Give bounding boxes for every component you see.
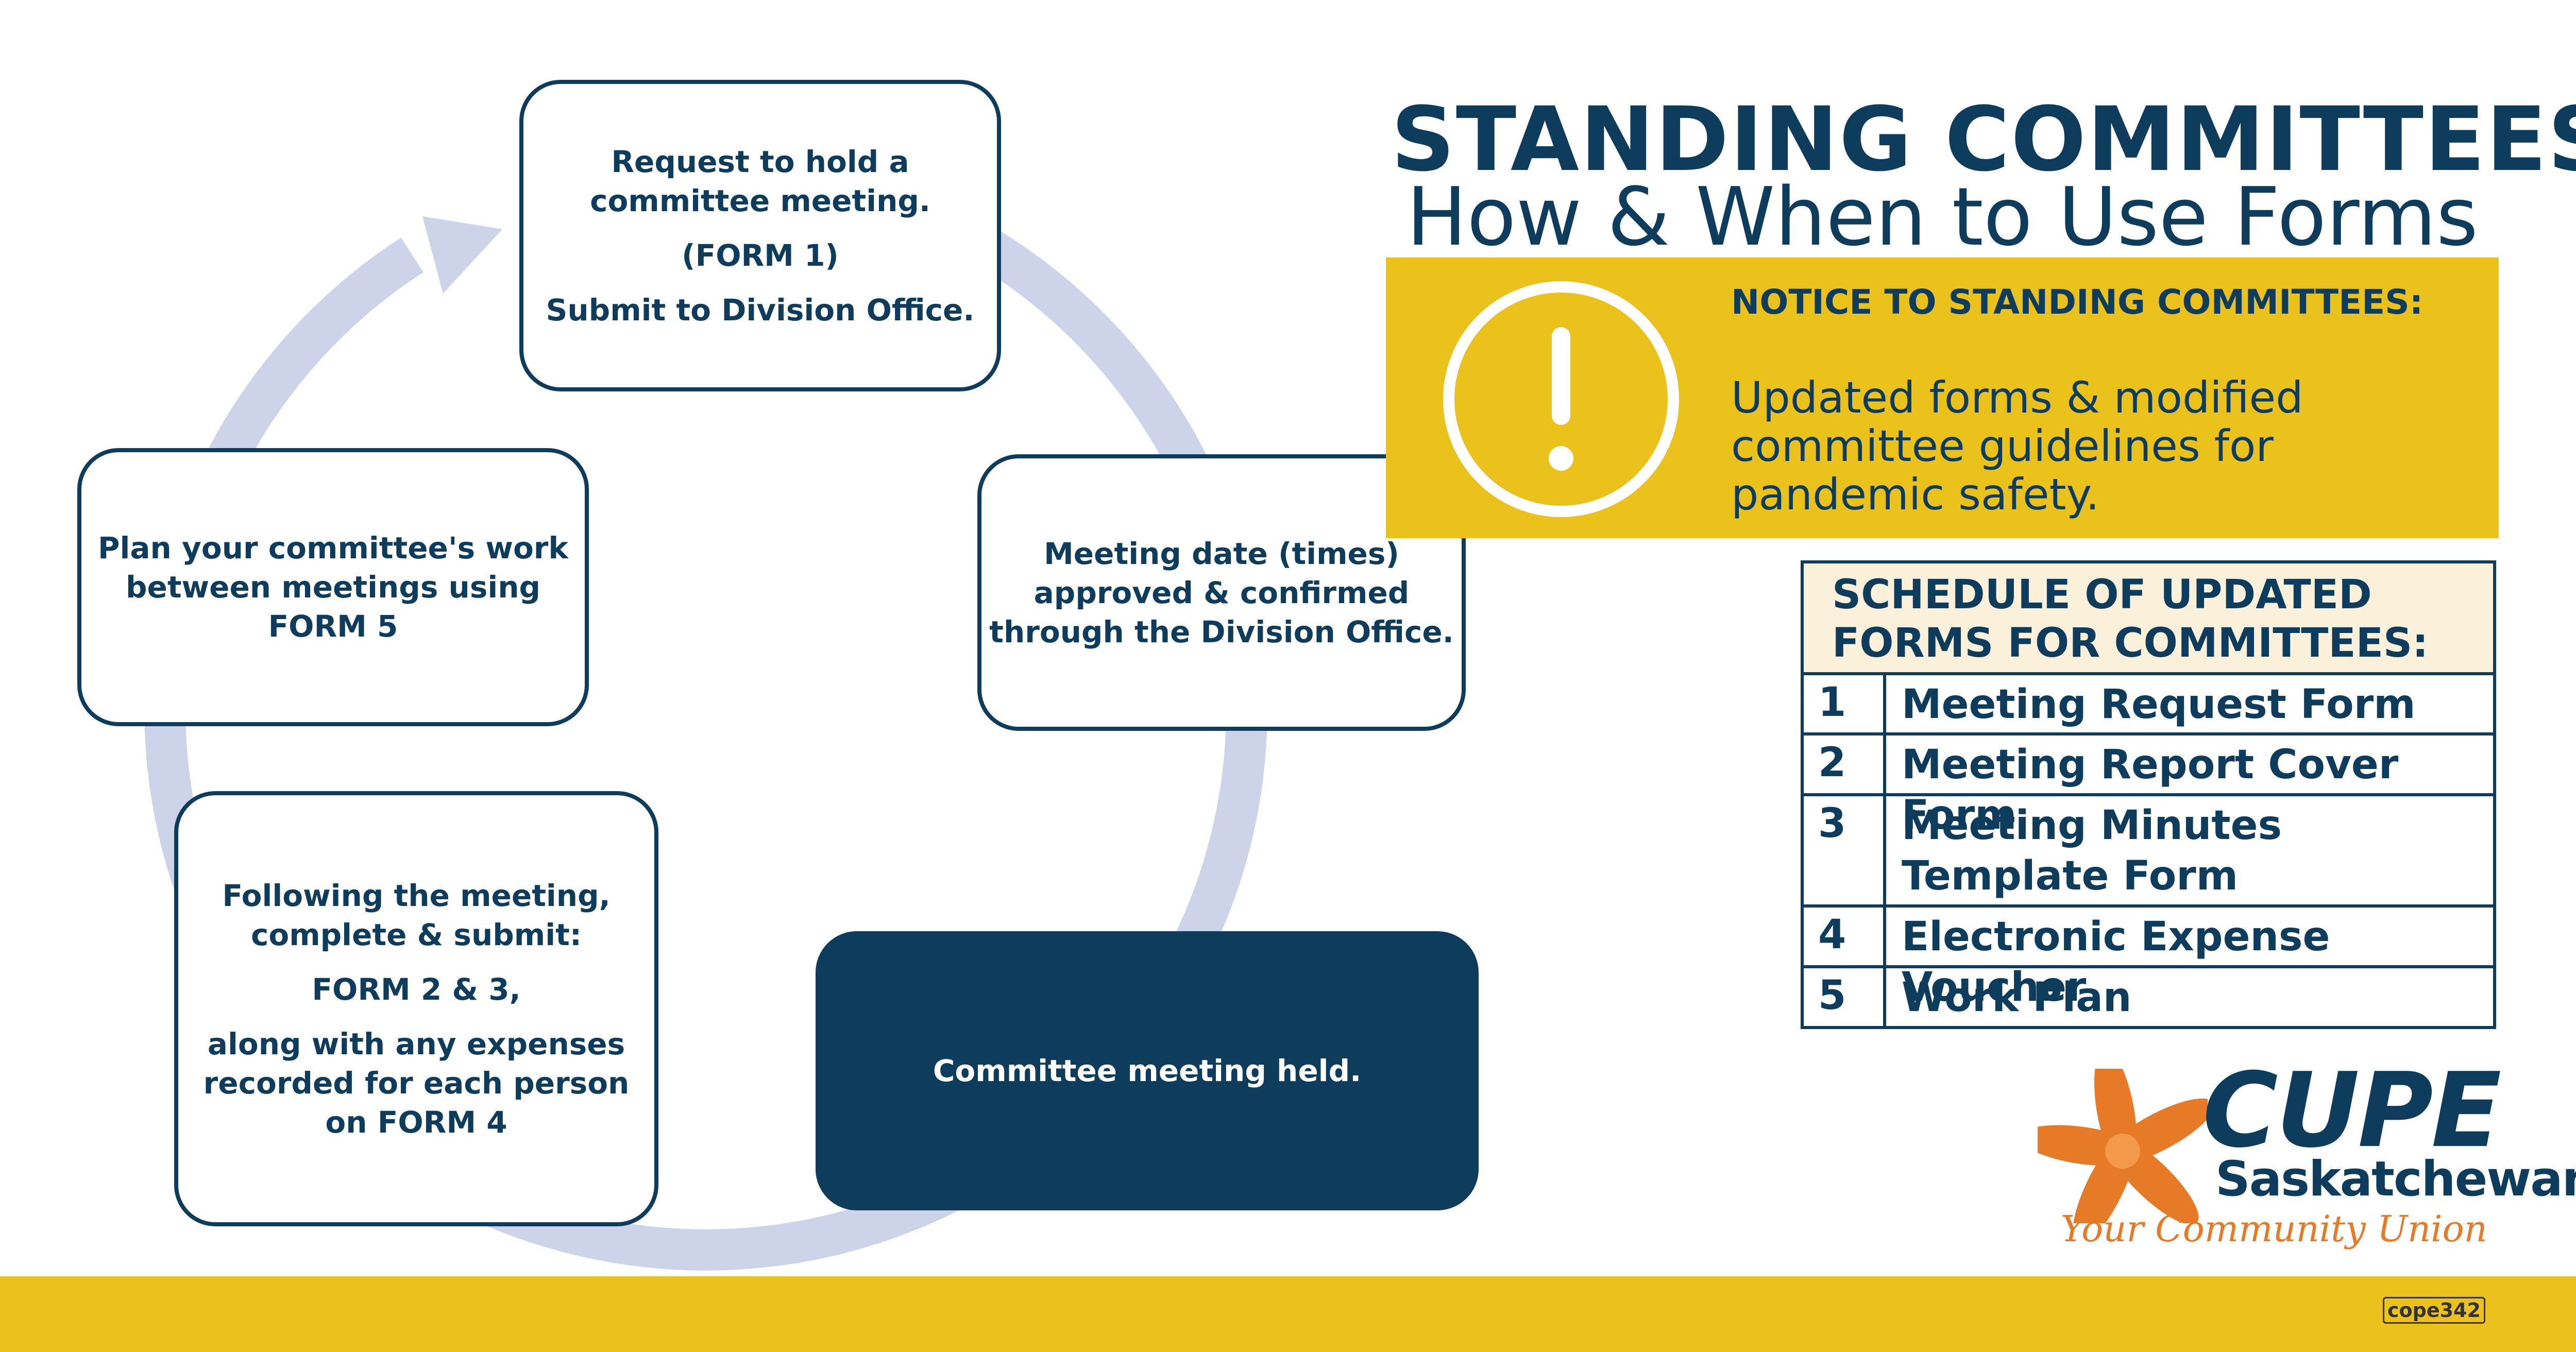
- schedule-title-line2: FORMS FOR COMMITTEES:: [1832, 620, 2429, 666]
- cupe-logo-province: Saskatchewan: [2215, 1151, 2576, 1207]
- step-request-line2: committee meeting.: [590, 183, 930, 218]
- step-plan-work: Plan your committee's work between meeti…: [77, 448, 589, 726]
- page-subtitle: How & When to Use Forms: [1406, 170, 2479, 264]
- schedule-title-line1: SCHEDULE OF UPDATED: [1832, 572, 2372, 618]
- step-request-line1: Request to hold a: [611, 144, 909, 179]
- schedule-row-form: Work Plan: [1902, 974, 2132, 1021]
- step-followup-line1: Following the meeting,: [222, 878, 611, 913]
- step-plan-line1: Plan your committee's work: [98, 530, 568, 566]
- step-date-approved: Meeting date (times) approved & confirme…: [977, 454, 1466, 731]
- union-bug: cope342: [2383, 1297, 2485, 1324]
- step-request-line4: Submit to Division Office.: [546, 292, 975, 328]
- schedule-row-number: 3: [1804, 796, 1886, 904]
- notice-heading: NOTICE TO STANDING COMMITTEES:: [1731, 282, 2424, 322]
- cycle-arrowhead: [422, 216, 502, 294]
- schedule-row-number: 2: [1804, 735, 1886, 793]
- step-followup-line2: complete & submit:: [251, 917, 582, 952]
- schedule-row: 4 Electronic Expense Voucher: [1804, 908, 2493, 1011]
- schedule-row-number: 5: [1804, 968, 1886, 1026]
- notice-banner: [1386, 258, 2499, 538]
- step-approval-line1: Meeting date (times): [1044, 536, 1399, 571]
- step-request-meeting: Request to hold a committee meeting. (FO…: [519, 80, 1001, 391]
- step-meeting-held: Committee meeting held.: [816, 931, 1479, 1210]
- step-approval-line2: approved & confirmed: [1033, 575, 1410, 610]
- schedule-row-form: Electronic Expense Voucher: [1902, 914, 2330, 1011]
- cupe-logo-wordmark: CUPE: [2202, 1051, 2501, 1171]
- schedule-row-form-line1: Meeting Minutes: [1902, 802, 2282, 849]
- schedule-row-form: Meeting Report Cover Form: [1902, 742, 2399, 838]
- cupe-logo-tagline: Your Community Union: [2061, 1208, 2487, 1250]
- footer-band: [0, 1276, 2576, 1352]
- schedule-row-form-line2: Template Form: [1902, 853, 2239, 899]
- step-followup-line6: on FORM 4: [325, 1104, 507, 1140]
- step-followup-line4: along with any expenses: [207, 1026, 625, 1062]
- forms-schedule-table: SCHEDULE OF UPDATED FORMS FOR COMMITTEES…: [1801, 560, 2496, 1029]
- schedule-row-form: Meeting Minutes Template Form: [1902, 800, 2484, 901]
- schedule-row-number: 4: [1804, 908, 1886, 965]
- schedule-row-form: Meeting Request Form: [1902, 681, 2416, 728]
- schedule-row: 3 Meeting Minutes Template Form: [1804, 796, 2493, 908]
- step-plan-line2: between meetings using: [125, 570, 541, 605]
- step-plan-line3: FORM 5: [268, 609, 398, 644]
- lily-flower-icon: [2038, 1069, 2208, 1223]
- page-title: STANDING COMMITTEES: [1391, 88, 2576, 191]
- schedule-row: 5 Work Plan: [1804, 968, 2493, 1026]
- step-follow-up: Following the meeting, complete & submit…: [174, 791, 658, 1226]
- step-followup-line5: recorded for each person: [203, 1065, 630, 1101]
- step-followup-forms: FORM 2 & 3,: [312, 971, 521, 1007]
- step-approval-line3: through the Division Office.: [989, 614, 1454, 649]
- schedule-title: SCHEDULE OF UPDATED FORMS FOR COMMITTEES…: [1804, 563, 2493, 675]
- exclamation-icon: [1443, 281, 1679, 517]
- schedule-row: 2 Meeting Report Cover Form: [1804, 735, 2493, 838]
- step-request-form: (FORM 1): [682, 237, 839, 273]
- notice-body: Updated forms & modified committee guide…: [1731, 372, 2303, 520]
- step-meeting-line1: Committee meeting held.: [933, 1053, 1362, 1088]
- schedule-row-number: 1: [1804, 675, 1886, 732]
- schedule-row: 1 Meeting Request Form: [1804, 675, 2493, 735]
